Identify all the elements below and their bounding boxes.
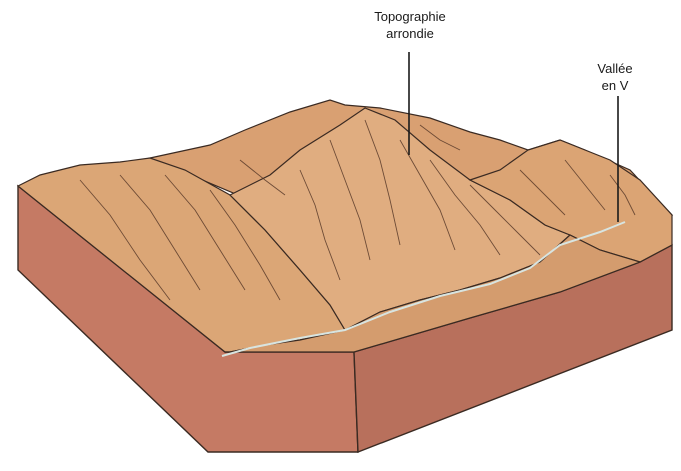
rounded-topography-label-line1: Topographie (345, 8, 475, 25)
rounded-topography-label: Topographie arrondie (345, 8, 475, 42)
v-valley-label: Vallée en V (585, 60, 645, 94)
v-valley-label-line1: Vallée (585, 60, 645, 77)
v-valley-label-line2: en V (585, 77, 645, 94)
rounded-topography-label-line2: arrondie (345, 25, 475, 42)
